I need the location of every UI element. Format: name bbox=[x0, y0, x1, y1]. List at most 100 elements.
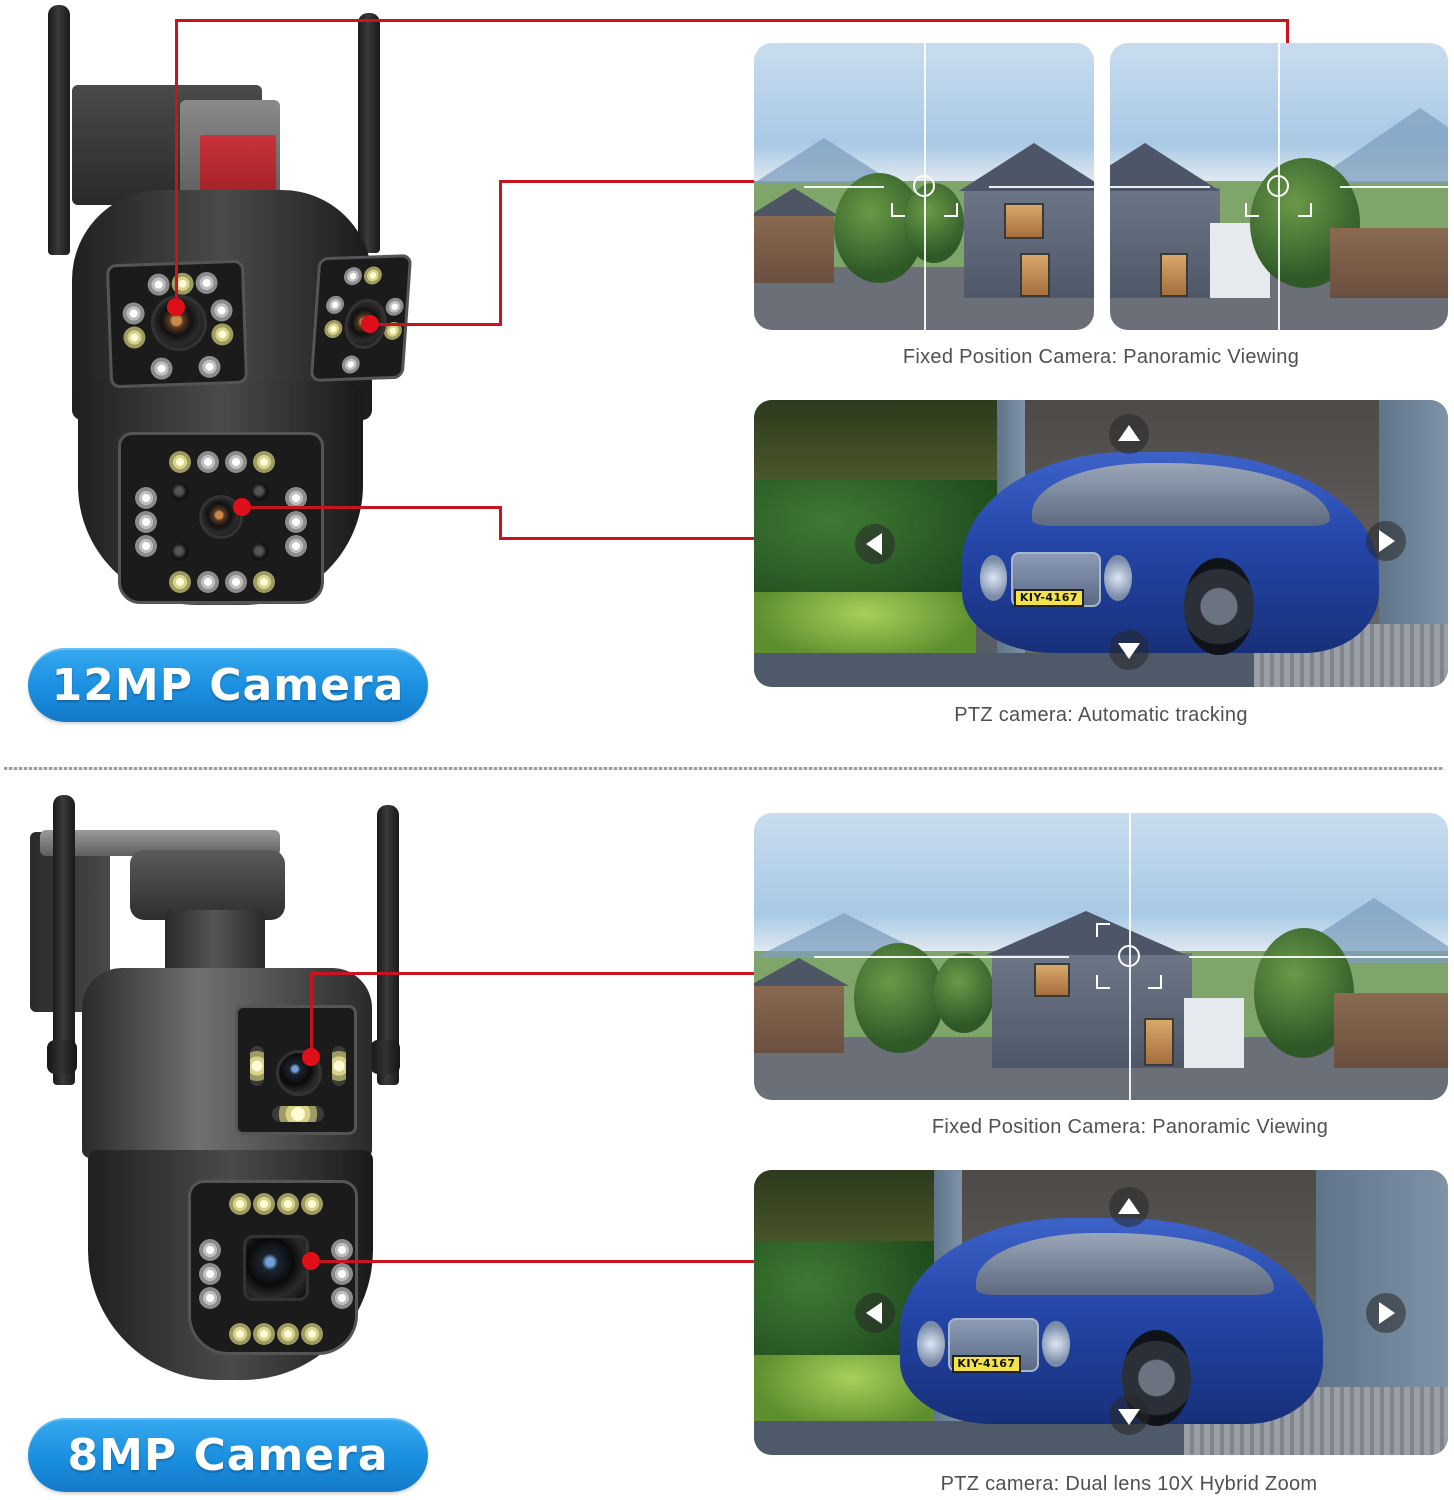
panorama-preview-left bbox=[754, 43, 1094, 330]
lens-icon bbox=[243, 1235, 309, 1301]
focus-ring-icon bbox=[1267, 175, 1289, 197]
ptz-lens-panel bbox=[118, 432, 324, 604]
caption-ptz-hybrid-zoom: PTZ camera: Dual lens 10X Hybrid Zoom bbox=[940, 1473, 1318, 1495]
license-plate: KIY-4167 bbox=[951, 1355, 1022, 1374]
led-icon bbox=[343, 266, 363, 286]
grid-line bbox=[989, 186, 1094, 188]
badge-8mp-camera: 8MP Camera bbox=[28, 1418, 428, 1492]
led-icon bbox=[211, 323, 234, 346]
callout-line bbox=[310, 972, 313, 1057]
grid-line bbox=[1189, 956, 1448, 958]
led-icon bbox=[229, 1193, 251, 1215]
antenna-right-icon bbox=[377, 805, 399, 1085]
callout-dot-icon bbox=[302, 1252, 320, 1270]
ir-sensor-icon bbox=[251, 543, 271, 563]
focus-corner-icon bbox=[1298, 203, 1312, 217]
pan-right-button[interactable] bbox=[1365, 1292, 1406, 1333]
led-icon bbox=[331, 1263, 353, 1285]
ptz-lens-panel bbox=[188, 1180, 358, 1355]
badge-12mp-camera: 12MP Camera bbox=[28, 648, 428, 722]
antenna-right-icon bbox=[358, 13, 380, 253]
led-icon bbox=[285, 535, 307, 557]
led-icon bbox=[135, 487, 157, 509]
car-headlight-shape bbox=[979, 554, 1008, 601]
window-shape bbox=[1004, 203, 1044, 239]
car-headlight-shape bbox=[917, 1321, 945, 1367]
bush-shape bbox=[754, 592, 977, 665]
roof-shape bbox=[1110, 143, 1220, 191]
section-divider bbox=[4, 767, 1444, 770]
focus-corner-icon bbox=[1148, 975, 1162, 989]
window-shape bbox=[1144, 1018, 1174, 1066]
antenna-joint bbox=[370, 1040, 400, 1074]
grid-line bbox=[1340, 186, 1448, 188]
led-icon bbox=[225, 451, 247, 473]
led-icon bbox=[331, 1287, 353, 1309]
led-icon bbox=[332, 1046, 346, 1086]
led-icon bbox=[301, 1193, 323, 1215]
callout-line bbox=[499, 180, 809, 183]
arrow-up-icon bbox=[1117, 424, 1140, 441]
roof-shape bbox=[754, 958, 849, 986]
led-icon bbox=[199, 1287, 221, 1309]
house-shape bbox=[754, 213, 834, 283]
led-icon bbox=[253, 571, 275, 593]
led-icon bbox=[199, 1239, 221, 1261]
callout-dot-icon bbox=[302, 1048, 320, 1066]
led-icon bbox=[253, 1323, 275, 1345]
led-icon bbox=[277, 1193, 299, 1215]
led-icon bbox=[272, 1106, 324, 1122]
roof-shape bbox=[986, 911, 1186, 955]
arrow-up-icon bbox=[1117, 1197, 1140, 1214]
arrow-left-icon bbox=[865, 1301, 882, 1324]
led-icon bbox=[363, 266, 383, 285]
led-icon bbox=[122, 302, 145, 325]
led-icon bbox=[253, 451, 275, 473]
led-icon bbox=[253, 1193, 275, 1215]
ir-sensor-icon bbox=[171, 483, 191, 503]
caption-fixed-panoramic-8mp: Fixed Position Camera: Panoramic Viewing bbox=[931, 1116, 1329, 1138]
pan-up-button[interactable] bbox=[1108, 414, 1149, 455]
pan-left-button[interactable] bbox=[855, 523, 896, 564]
arrow-right-icon bbox=[1379, 529, 1396, 552]
callout-line bbox=[310, 972, 810, 975]
grid-line bbox=[814, 956, 1069, 958]
callout-dot-icon bbox=[233, 498, 251, 516]
focus-ring-icon bbox=[913, 175, 935, 197]
car-headlight-shape bbox=[1042, 1321, 1070, 1367]
caption-fixed-panoramic: Fixed Position Camera: Panoramic Viewing bbox=[902, 346, 1300, 368]
bracket-arm bbox=[130, 850, 285, 920]
antenna-joint bbox=[47, 1040, 77, 1074]
ptz-preview-12mp: KIY-4167 bbox=[754, 400, 1448, 687]
led-icon bbox=[301, 1323, 323, 1345]
callout-line bbox=[310, 1260, 810, 1263]
pan-left-button[interactable] bbox=[855, 1292, 896, 1333]
arrow-down-icon bbox=[1117, 1408, 1140, 1425]
pan-right-button[interactable] bbox=[1365, 520, 1406, 561]
antenna-left-icon bbox=[53, 795, 75, 1085]
arrow-left-icon bbox=[865, 532, 882, 555]
pan-down-button[interactable] bbox=[1108, 1395, 1149, 1436]
panorama-preview-right bbox=[1110, 43, 1448, 330]
pan-down-button[interactable] bbox=[1108, 629, 1149, 670]
led-icon bbox=[331, 1239, 353, 1261]
antenna-left-icon bbox=[48, 5, 70, 255]
focus-corner-icon bbox=[944, 203, 958, 217]
led-icon bbox=[197, 451, 219, 473]
callout-dot-icon bbox=[167, 298, 185, 316]
callout-line bbox=[175, 19, 178, 307]
tree-shape bbox=[934, 953, 994, 1033]
tree-shape bbox=[904, 183, 964, 263]
callout-dot-icon bbox=[361, 315, 379, 333]
car-wheel-shape bbox=[1184, 557, 1254, 656]
arrow-right-icon bbox=[1379, 1301, 1396, 1324]
callout-line bbox=[499, 506, 502, 540]
led-icon bbox=[385, 297, 405, 317]
pan-up-button[interactable] bbox=[1108, 1187, 1149, 1228]
callout-line bbox=[175, 19, 1289, 22]
focus-corner-icon bbox=[1245, 203, 1259, 217]
roof-shape bbox=[959, 143, 1094, 191]
led-icon bbox=[285, 487, 307, 509]
focus-corner-icon bbox=[1096, 923, 1110, 937]
led-icon bbox=[229, 1323, 251, 1345]
